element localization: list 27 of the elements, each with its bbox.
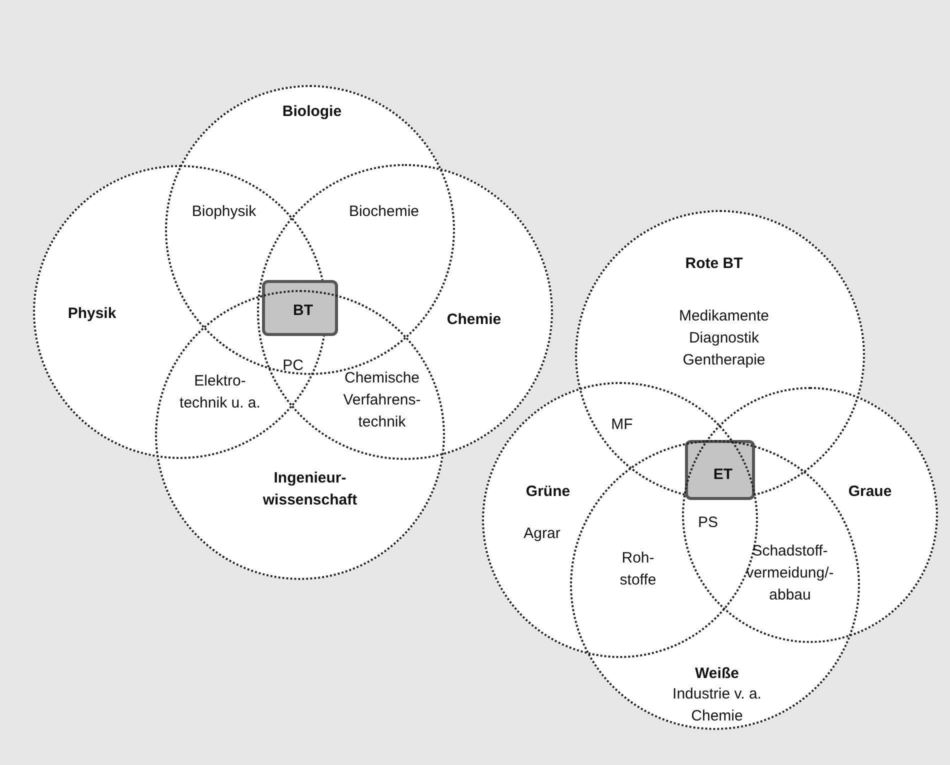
circle-title: BT (292, 301, 314, 322)
circle-title: Ingenieur-wissenschaft (262, 468, 358, 510)
venn-circle (682, 387, 938, 643)
overlap-label: PC (282, 356, 304, 376)
circle-title: ET (712, 465, 734, 486)
circle-title: Biologie (281, 102, 343, 122)
overlap-label: Biophysik (190, 202, 258, 222)
venn-circle (155, 290, 445, 580)
venn-circle (257, 164, 553, 460)
overlap-label: MF (610, 415, 634, 436)
circle-text: Agrar (522, 524, 562, 544)
circle-title: Chemie (446, 310, 502, 330)
overlap-label: Roh-stoffe (618, 548, 658, 590)
circle-title: Physik (66, 304, 118, 324)
circle-title: Rote BT (684, 254, 744, 274)
circle-text: Industrie v. a. Chemie (672, 684, 762, 726)
circle-title: Grüne (524, 482, 572, 502)
overlap-label: Schadstoff-vermeidung/-abbau (745, 541, 835, 605)
circle-title: Weiße (694, 664, 740, 684)
core-box (685, 440, 755, 500)
core-box (262, 280, 338, 336)
circle-text: Medikamente Diagnostik Gentherapie (678, 306, 770, 370)
circle-title: Graue (847, 482, 893, 502)
overlap-label: Chemische Verfahrens-technik (342, 368, 422, 432)
overlap-label: Elektro-technik u. a. (178, 371, 262, 413)
overlap-label: Biochemie (348, 202, 420, 222)
overlap-label: PS (696, 513, 719, 534)
